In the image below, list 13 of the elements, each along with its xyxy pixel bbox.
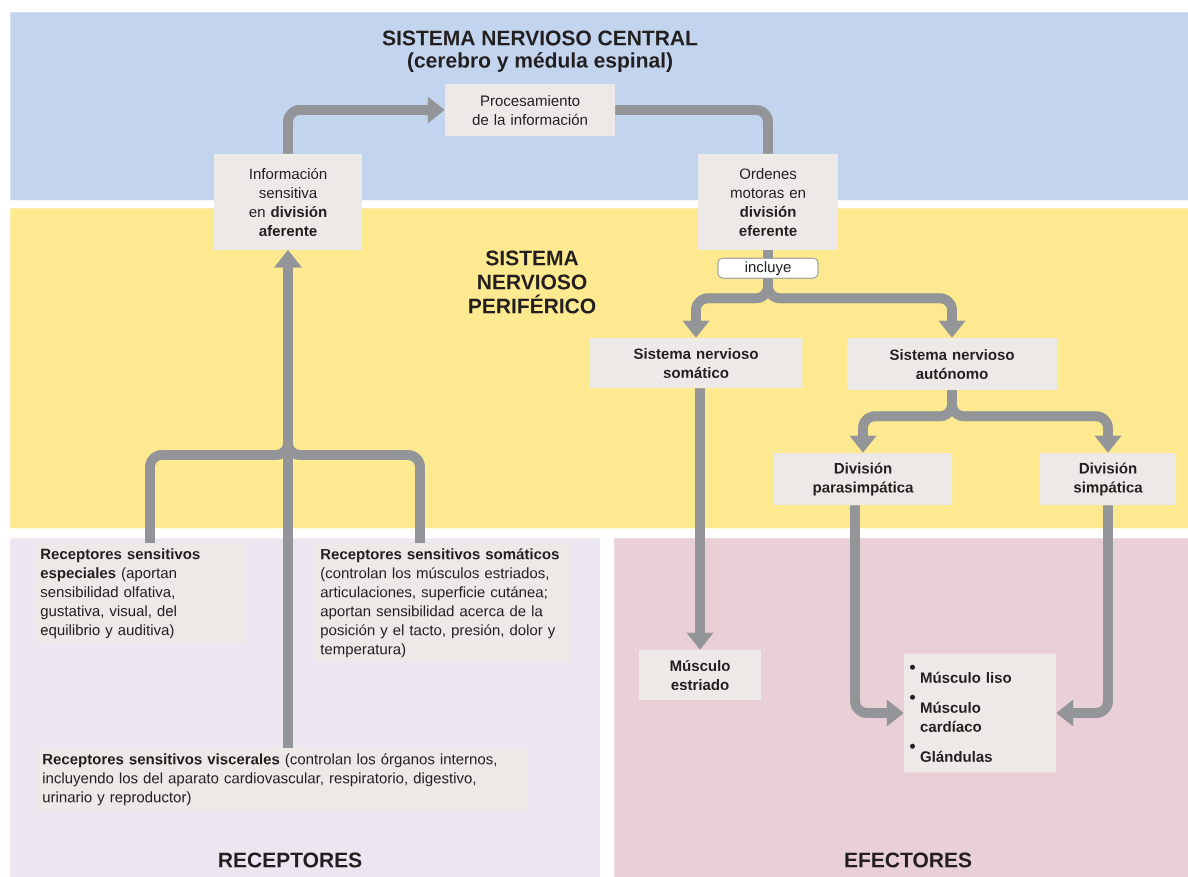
text-box: Información sensitiva en división aferente [214, 154, 362, 250]
text-box: Ordenes motoras en división eferente [698, 154, 838, 250]
edge-label: incluye [717, 257, 819, 279]
text-box: División parasimpática [774, 453, 952, 505]
text-box: Procesamiento de la información [445, 84, 615, 136]
text-box: Receptores sensitivos viscerales (controlan los órganos internos, incluyendo los del aparato cardiovascular, respiratorio, digestivo, urinario y reproductor) [37, 748, 528, 811]
text-box: División simpática [1040, 453, 1176, 505]
text-box: Sistema nervioso autónomo [847, 338, 1057, 390]
text-box: Músculo estriado [639, 650, 761, 700]
text-box: Receptores sensitivos especiales (aportan sensibilidad olfativa, gustativa, visual, del equilibrio y auditiva) [35, 543, 246, 644]
text-box: Receptores sensitivos somáticos (controlan los músculos estriados, articulaciones, superficie cutánea; aportan sensibilidad acerca de la posición y el tacto, presión, dolor y temperatura) [315, 543, 571, 663]
text-box: Sistema nervioso somático [589, 338, 803, 388]
text-box: Músculo liso Músculo cardíaco Glándulas [904, 653, 1056, 773]
